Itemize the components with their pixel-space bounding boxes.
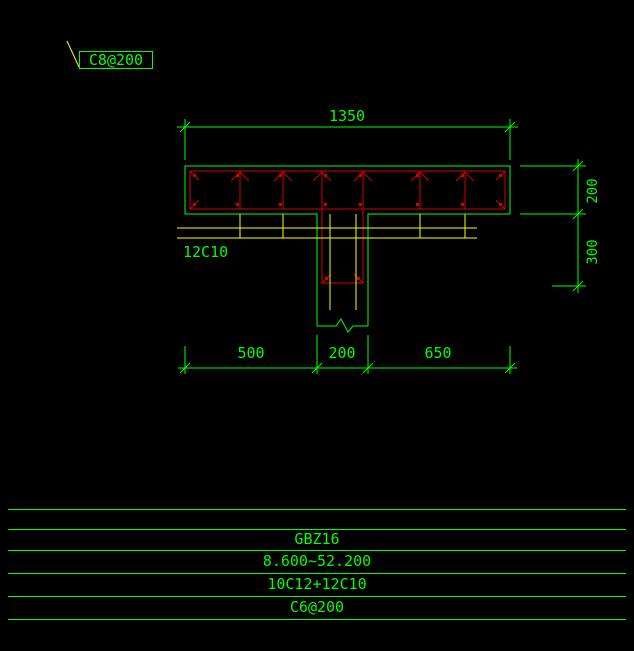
table-grid-lines xyxy=(8,509,626,620)
bottom-left-dim-label: 500 xyxy=(237,344,264,362)
flange-height-dim-label: 200 xyxy=(585,178,601,203)
longitudinal-bar-lines xyxy=(177,214,477,310)
top-dimension-lines xyxy=(177,119,518,160)
schedule-table: GBZ16 8.600~52.200 10C12+12C10 C6@200 xyxy=(8,509,626,620)
right-dimension: 200 300 xyxy=(520,159,601,293)
bottom-dimension-lines xyxy=(178,335,517,374)
stirrup-hooks xyxy=(189,170,506,284)
table-row-stirrup-spec: C6@200 xyxy=(290,598,344,616)
table-row-elevation-range: 8.600~52.200 xyxy=(263,552,371,570)
stirrup-spacing-label: C8@200 xyxy=(89,51,143,69)
bottom-center-dim-label: 200 xyxy=(328,344,355,362)
bottom-right-dim-label: 650 xyxy=(424,344,451,362)
rebar-dots xyxy=(193,174,502,280)
table-row-longitudinal-rebar: 10C12+12C10 xyxy=(267,575,366,593)
top-dimension: 1350 xyxy=(177,107,518,160)
bar-count-label: 12C10 xyxy=(183,243,228,261)
callout-leader-line xyxy=(66,40,80,68)
stirrup-reinforcement xyxy=(189,170,506,284)
right-dimension-lines xyxy=(520,159,586,293)
callout-box xyxy=(79,51,153,69)
concrete-section-outline xyxy=(184,165,511,333)
table-row-member-name: GBZ16 xyxy=(294,530,339,548)
stirrup-callout: C8@200 xyxy=(66,40,153,69)
bottom-dimension: 500 200 650 xyxy=(178,335,517,374)
stem-height-dim-label: 300 xyxy=(585,239,601,264)
top-width-dim-label: 1350 xyxy=(329,107,365,125)
stirrup-lines xyxy=(189,170,506,284)
longitudinal-bars: 12C10 xyxy=(177,214,477,310)
